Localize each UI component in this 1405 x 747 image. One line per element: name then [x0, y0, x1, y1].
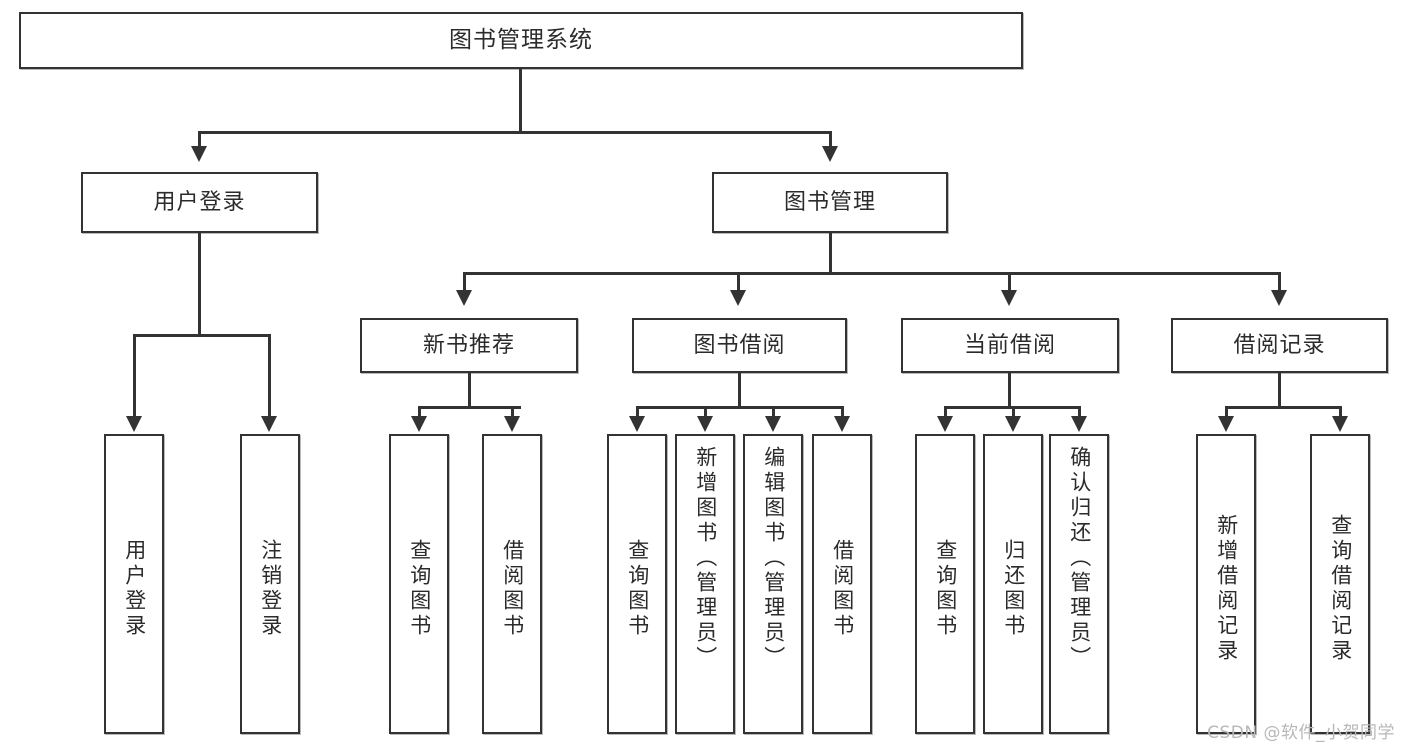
node-current-borrow[interactable]: 当前借阅	[901, 318, 1119, 373]
leaf-label: 借阅图书	[500, 539, 525, 639]
leaf-confirm-return-admin[interactable]: 确认归还（管理员）	[1049, 434, 1109, 734]
arrow-to-borrow-record	[1271, 290, 1287, 306]
connector-root-drop-left	[198, 131, 201, 149]
arrow-to-logout-leaf	[261, 416, 277, 432]
connector-root-bus	[198, 131, 832, 134]
leaf-label: 查询图书	[407, 539, 432, 639]
connector-book-manage-stem	[829, 233, 832, 274]
arrow-to-cb-leaf-1	[937, 416, 953, 432]
leaf-query-book-nbr[interactable]: 查询图书	[389, 434, 449, 734]
leaf-label: 编辑图书（管理员）	[761, 446, 786, 671]
leaf-user-login[interactable]: 用户登录	[104, 434, 164, 734]
arrow-to-user-login-leaf	[126, 416, 142, 432]
connector-root-stem	[519, 69, 522, 133]
connector-bb-bus	[636, 406, 844, 409]
node-label: 图书借阅	[693, 332, 786, 358]
arrow-to-cb-leaf-3	[1071, 416, 1087, 432]
connector-nbr-drop-2	[511, 406, 514, 419]
arrow-to-br-leaf-2	[1332, 416, 1348, 432]
leaf-label: 新增借阅记录	[1214, 514, 1239, 664]
arrow-to-br-leaf-1	[1218, 416, 1234, 432]
connector-cb-drop-1	[944, 406, 947, 419]
arrow-to-bb-leaf-4	[834, 416, 850, 432]
connector-br-stem	[1278, 373, 1281, 408]
leaf-label: 用户登录	[122, 539, 147, 639]
node-label: 图书管理系统	[449, 27, 593, 54]
node-book-borrow[interactable]: 图书借阅	[632, 318, 847, 373]
leaf-label: 查询图书	[933, 539, 958, 639]
node-user-login[interactable]: 用户登录	[81, 172, 318, 233]
leaf-label: 新增图书（管理员）	[693, 446, 718, 671]
leaf-borrow-book-nbr[interactable]: 借阅图书	[482, 434, 542, 734]
connector-bm-drop-4	[1278, 272, 1281, 292]
arrow-to-bb-leaf-2	[697, 416, 713, 432]
connector-br-drop-2	[1339, 406, 1342, 419]
connector-bb-drop-3	[772, 406, 775, 419]
leaf-return-book[interactable]: 归还图书	[983, 434, 1043, 734]
connector-root-drop-right	[829, 131, 832, 149]
arrow-to-book-manage	[822, 146, 838, 162]
arrow-to-new-book-recommend	[456, 290, 472, 306]
leaf-add-borrow-record[interactable]: 新增借阅记录	[1196, 434, 1256, 734]
leaf-label: 归还图书	[1001, 539, 1026, 639]
arrow-to-nbr-leaf-2	[504, 416, 520, 432]
arrow-to-current-borrow	[1001, 290, 1017, 306]
connector-user-login-drop-1	[133, 334, 136, 419]
leaf-query-borrow-record[interactable]: 查询借阅记录	[1310, 434, 1370, 734]
connector-br-bus	[1225, 406, 1342, 409]
connector-cb-drop-3	[1078, 406, 1081, 419]
leaf-label: 注销登录	[258, 539, 283, 639]
connector-bm-drop-1	[463, 272, 466, 292]
connector-cb-drop-2	[1012, 406, 1015, 419]
leaf-label: 查询图书	[625, 539, 650, 639]
connector-user-login-drop-2	[268, 334, 271, 419]
arrow-to-bb-leaf-3	[765, 416, 781, 432]
arrow-to-cb-leaf-2	[1005, 416, 1021, 432]
connector-bm-drop-2	[737, 272, 740, 292]
node-borrow-record[interactable]: 借阅记录	[1171, 318, 1388, 373]
leaf-query-book-bb[interactable]: 查询图书	[607, 434, 667, 734]
node-label: 图书管理	[783, 189, 876, 215]
node-label: 新书推荐	[422, 332, 515, 358]
leaf-borrow-book-bb[interactable]: 借阅图书	[812, 434, 872, 734]
arrow-to-user-login	[191, 146, 207, 162]
arrow-to-bb-leaf-1	[629, 416, 645, 432]
leaf-label: 借阅图书	[830, 539, 855, 639]
connector-bm-drop-3	[1008, 272, 1011, 292]
connector-user-login-stem	[198, 233, 201, 336]
leaf-edit-book-admin[interactable]: 编辑图书（管理员）	[743, 434, 803, 734]
connector-nbr-drop-1	[418, 406, 421, 419]
node-root-system[interactable]: 图书管理系统	[19, 12, 1023, 69]
leaf-query-book-cb[interactable]: 查询图书	[915, 434, 975, 734]
arrow-to-nbr-leaf-1	[411, 416, 427, 432]
node-label: 用户登录	[153, 189, 246, 215]
connector-nbr-bus	[418, 406, 521, 409]
connector-br-drop-1	[1225, 406, 1228, 419]
leaf-logout[interactable]: 注销登录	[240, 434, 300, 734]
connector-nbr-stem	[468, 373, 471, 408]
connector-bb-drop-1	[636, 406, 639, 419]
connector-bb-drop-2	[704, 406, 707, 419]
connector-bb-stem	[738, 373, 741, 408]
connector-book-manage-bus	[463, 272, 1281, 275]
node-label: 当前借阅	[963, 332, 1056, 358]
node-label: 借阅记录	[1233, 332, 1326, 358]
leaf-label: 查询借阅记录	[1328, 514, 1353, 664]
connector-cb-stem	[1008, 373, 1011, 408]
node-book-manage[interactable]: 图书管理	[712, 172, 948, 233]
connector-bb-drop-4	[841, 406, 844, 419]
leaf-add-book-admin[interactable]: 新增图书（管理员）	[675, 434, 735, 734]
leaf-label: 确认归还（管理员）	[1067, 446, 1092, 671]
connector-user-login-bus	[133, 334, 271, 337]
arrow-to-book-borrow	[730, 290, 746, 306]
node-new-book-recommend[interactable]: 新书推荐	[360, 318, 578, 373]
